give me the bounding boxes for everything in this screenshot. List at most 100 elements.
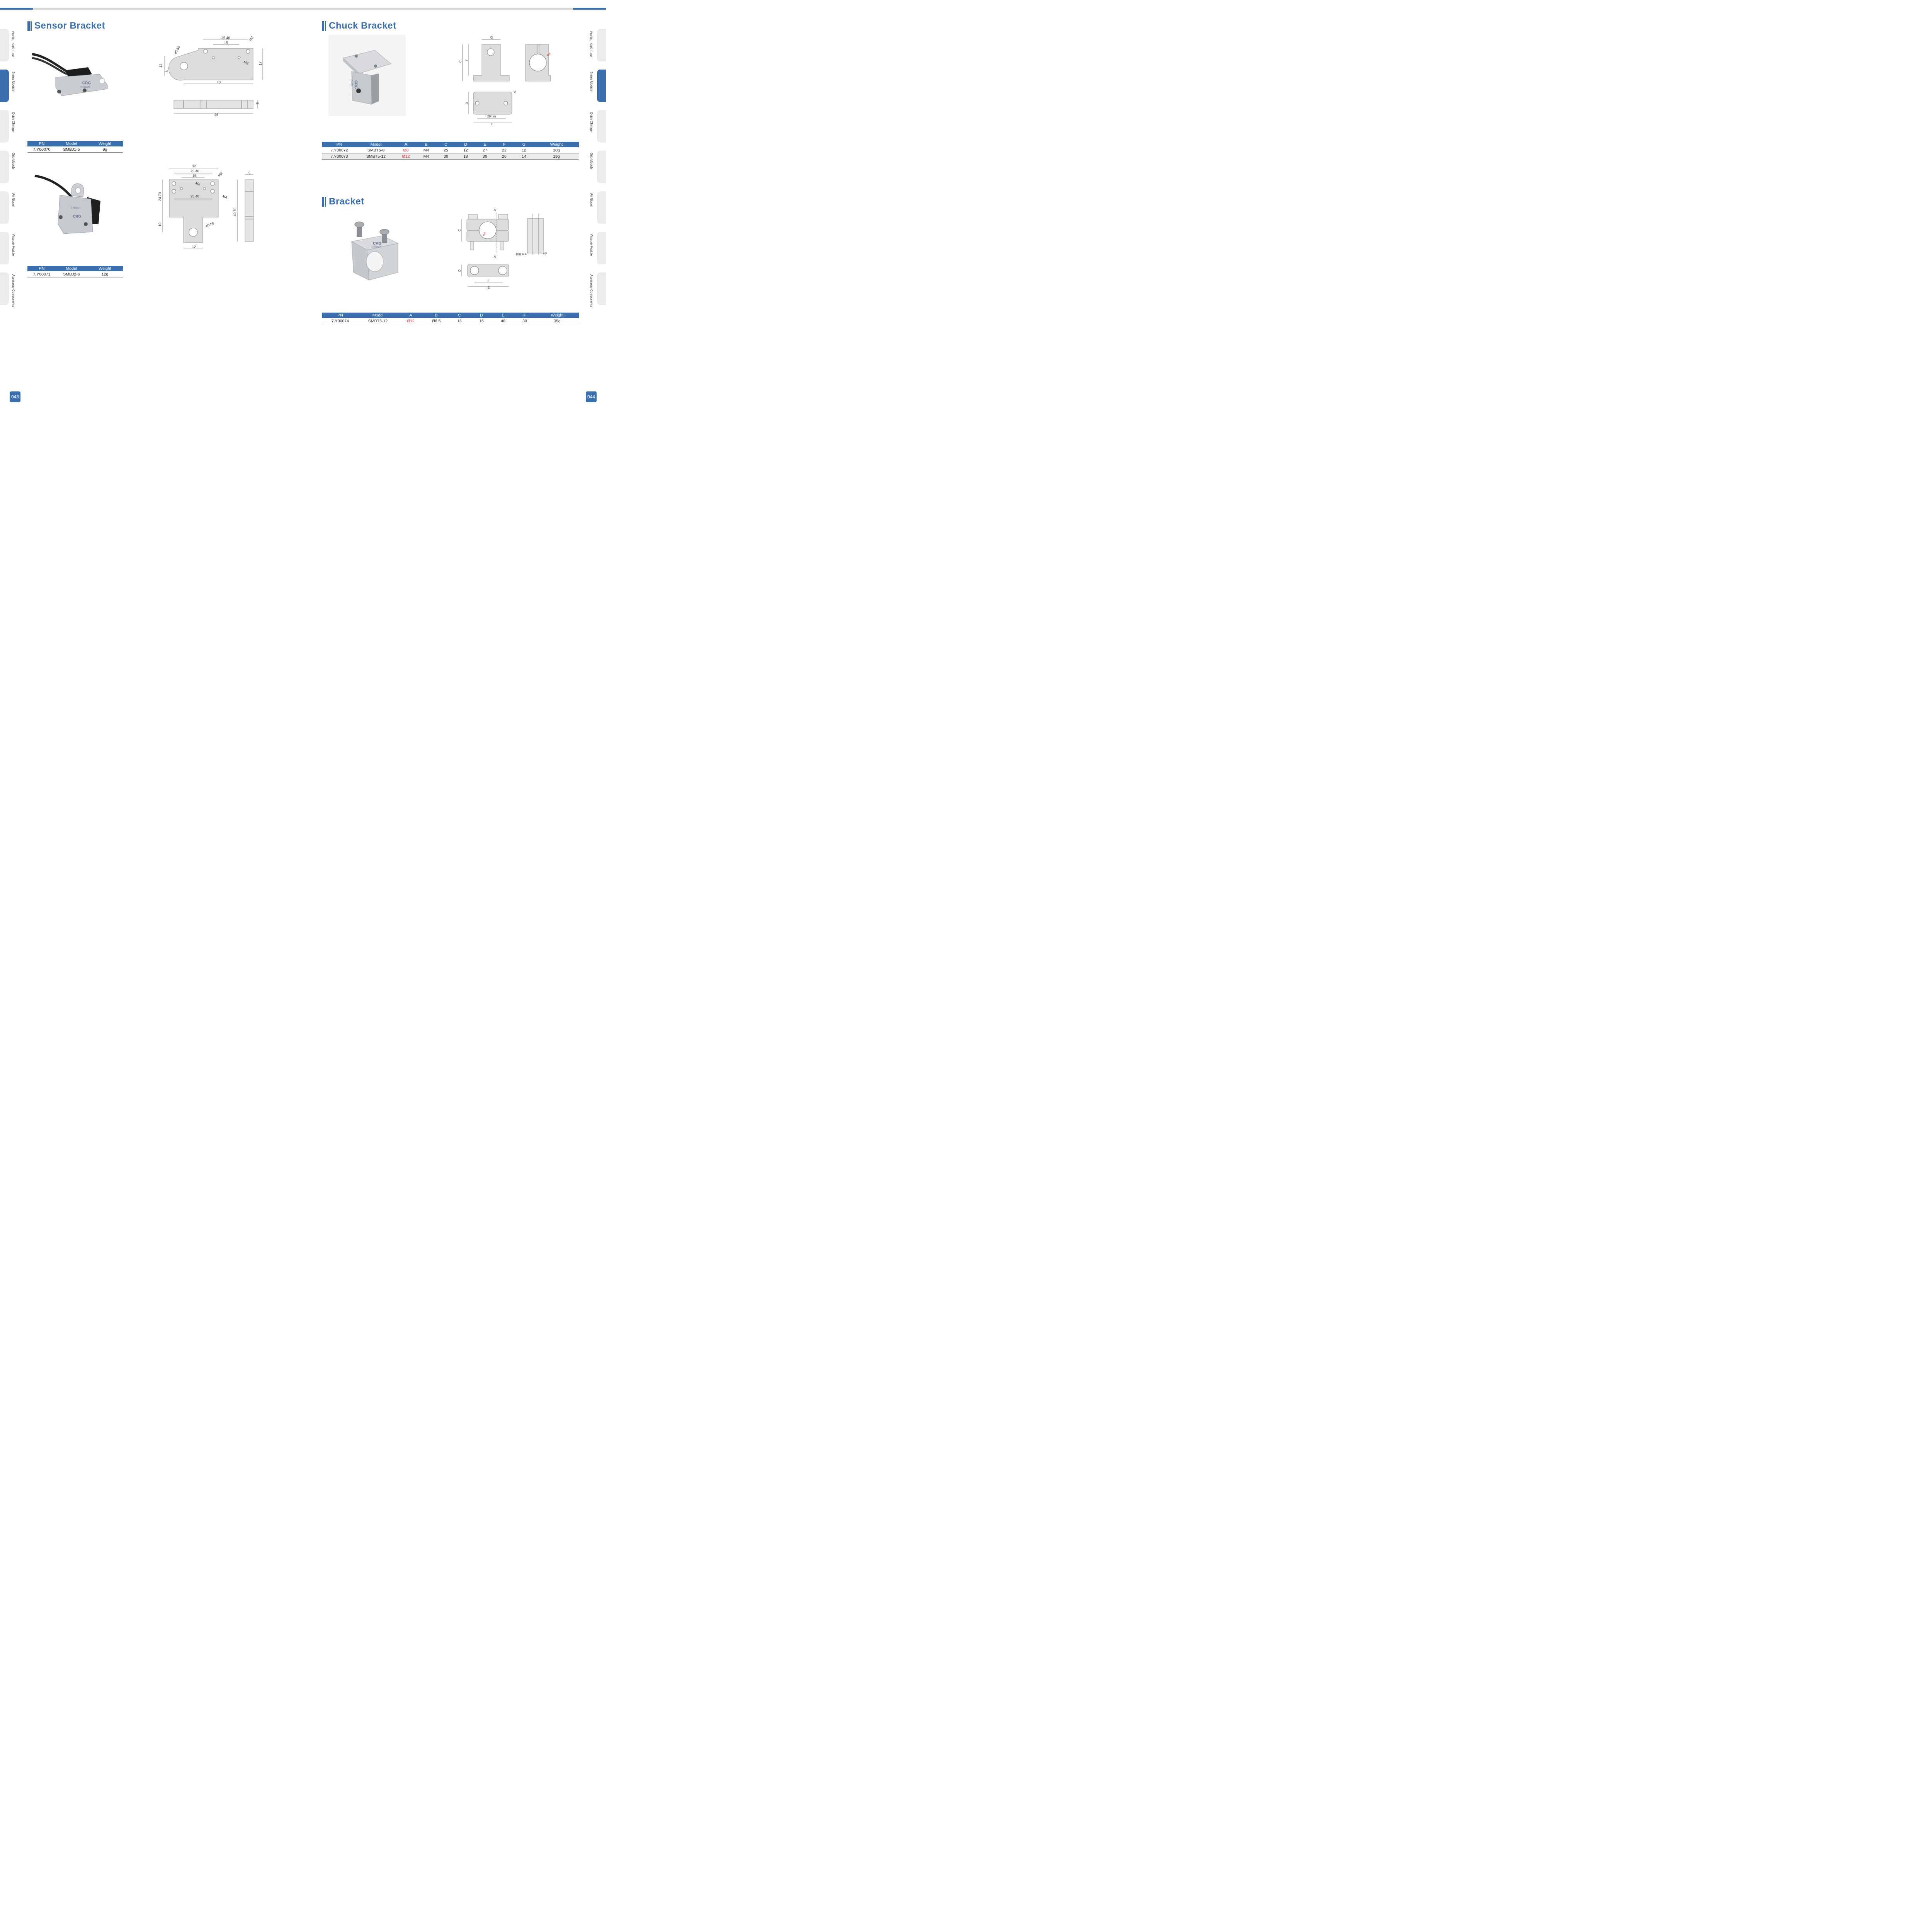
col-header-g: G xyxy=(514,142,534,147)
cell-model: SMBJ2-6 xyxy=(56,271,87,277)
smbj2-hole xyxy=(210,181,215,186)
left-nav-tab-stents[interactable] xyxy=(0,70,9,102)
photo-brand-mark: CRG xyxy=(354,80,358,89)
smbj2-product-photo: CRG 7.Y00071 xyxy=(34,175,100,234)
left-nav-label-profile: Profile、SUS Tube xyxy=(11,31,15,57)
chuck-front-view xyxy=(473,44,510,82)
heading-bars-icon xyxy=(322,21,326,31)
sensor-bracket-heading: Sensor Bracket xyxy=(27,20,105,31)
cell-b: M4 xyxy=(417,153,436,160)
hole-icon xyxy=(503,101,508,105)
right-nav-tab-grip[interactable] xyxy=(597,151,606,183)
hole-icon xyxy=(374,65,377,68)
dim-label: E xyxy=(491,122,493,126)
bracket-heading: Bracket xyxy=(322,196,364,207)
dim-label: 20mm xyxy=(487,115,496,118)
left-nav-tab-grip[interactable] xyxy=(0,151,9,183)
left-nav-tab-quick-changer[interactable] xyxy=(0,110,9,143)
photo-brand-mark: CRG xyxy=(73,214,81,219)
right-nav-tab-vacuum[interactable] xyxy=(597,232,606,264)
chuck-top-view xyxy=(473,92,512,115)
dim-label: M2 xyxy=(243,60,249,65)
dim-label: M2 xyxy=(195,181,201,186)
left-nav-label-accessory: Accessory Components xyxy=(12,274,15,307)
right-nav-tab-profile[interactable] xyxy=(597,29,606,61)
smbj2-side-view xyxy=(245,179,254,242)
smbj1-side-view xyxy=(173,100,253,109)
cell-weight: 12g xyxy=(87,271,123,277)
smbt6-drawing: A A C ⌀A 剖面 A-A ⌀B D F E xyxy=(458,208,547,289)
dim-label: 46 xyxy=(214,113,218,117)
cell-c: 25 xyxy=(436,147,456,153)
cell-weight: 9g xyxy=(87,146,123,153)
left-nav-tab-vacuum[interactable] xyxy=(0,232,9,264)
cell-weight: 10g xyxy=(534,147,579,153)
sensor-cable xyxy=(34,175,73,198)
dim-label: D xyxy=(465,102,469,104)
bracket-plate xyxy=(55,74,108,96)
smbj2-hole-large xyxy=(189,228,198,237)
left-nav-tab-air-nipper[interactable] xyxy=(0,191,9,224)
col-header-model: Model xyxy=(56,266,87,271)
bracket-title: Bracket xyxy=(329,196,364,207)
cell-b: Ø6.5 xyxy=(424,318,448,324)
col-header-pn: PN xyxy=(27,141,56,146)
chuck-bracket-title: Chuck Bracket xyxy=(329,20,396,31)
dim-label: ⌀B xyxy=(543,252,547,255)
dim-label: 25.40 xyxy=(221,36,230,40)
screw-head-icon xyxy=(468,214,478,219)
cell-e: 27 xyxy=(475,147,495,153)
mount-hole xyxy=(99,78,105,84)
chuck-bore xyxy=(529,54,547,71)
page-number-left: 043 xyxy=(10,391,20,402)
col-header-model: Model xyxy=(359,313,397,318)
right-nav-tab-quick-changer[interactable] xyxy=(597,110,606,143)
table-header-row: PN Model Weight xyxy=(27,266,123,271)
top-rule-accent-left xyxy=(0,8,33,10)
smbj1-hole xyxy=(246,49,250,54)
photo-code-mark: 7.Y00070 xyxy=(80,87,90,89)
hole-icon xyxy=(355,54,358,58)
heading-bars-icon xyxy=(27,21,32,31)
sensor-cable xyxy=(32,53,68,73)
smbj2-drawing: 32 25.40 15 M3 M2 M4 25.40 24.70 10 ⌀6.5… xyxy=(158,164,254,249)
screw-head-icon xyxy=(379,229,389,235)
dim-label: 25.40 xyxy=(190,194,199,198)
dim-label: C xyxy=(459,60,462,63)
hex-socket-icon xyxy=(470,266,479,275)
screw-tail xyxy=(470,241,474,250)
col-header-weight: Weight xyxy=(536,313,579,318)
left-nav-tab-accessory[interactable] xyxy=(0,272,9,305)
dim-label: 12 xyxy=(159,64,163,68)
right-nav-tab-air-nipper[interactable] xyxy=(597,191,606,224)
bracket-spec-table: PN Model A B C D E F Weight 7.Y00074 SMB… xyxy=(322,313,579,324)
cell-g: 14 xyxy=(514,153,534,160)
right-nav-tab-stents[interactable] xyxy=(597,70,606,102)
hex-socket-icon xyxy=(487,48,495,56)
screw-head-icon xyxy=(354,221,364,228)
cell-c: 16 xyxy=(448,318,471,324)
dim-label: 12 xyxy=(192,245,196,249)
screw-icon xyxy=(57,90,61,94)
col-header-f: F xyxy=(495,142,514,147)
col-header-weight: Weight xyxy=(534,142,579,147)
dim-label: 40 xyxy=(217,80,221,84)
cell-f: 26 xyxy=(495,153,514,160)
cell-pn: 7.Y00073 xyxy=(322,153,357,160)
col-header-weight: Weight xyxy=(87,266,123,271)
section-view xyxy=(527,218,544,253)
col-header-e: E xyxy=(475,142,495,147)
left-nav-label-grip: Grip Module xyxy=(12,153,15,170)
dim-label: D xyxy=(458,269,461,272)
chuck-bracket-heading: Chuck Bracket xyxy=(322,20,396,31)
bracket-bore xyxy=(366,251,384,272)
left-nav-label-air-nipper: Air Nipper xyxy=(12,193,15,207)
right-nav-label-air-nipper: Air Nipper xyxy=(590,193,593,207)
cell-e: 30 xyxy=(475,153,495,160)
cell-a: Ø12 xyxy=(395,153,417,160)
bracket-top-view xyxy=(467,264,509,277)
col-header-c: C xyxy=(448,313,471,318)
left-nav-tab-profile[interactable] xyxy=(0,29,9,61)
right-nav-tab-accessory[interactable] xyxy=(597,272,606,305)
col-header-pn: PN xyxy=(322,313,359,318)
